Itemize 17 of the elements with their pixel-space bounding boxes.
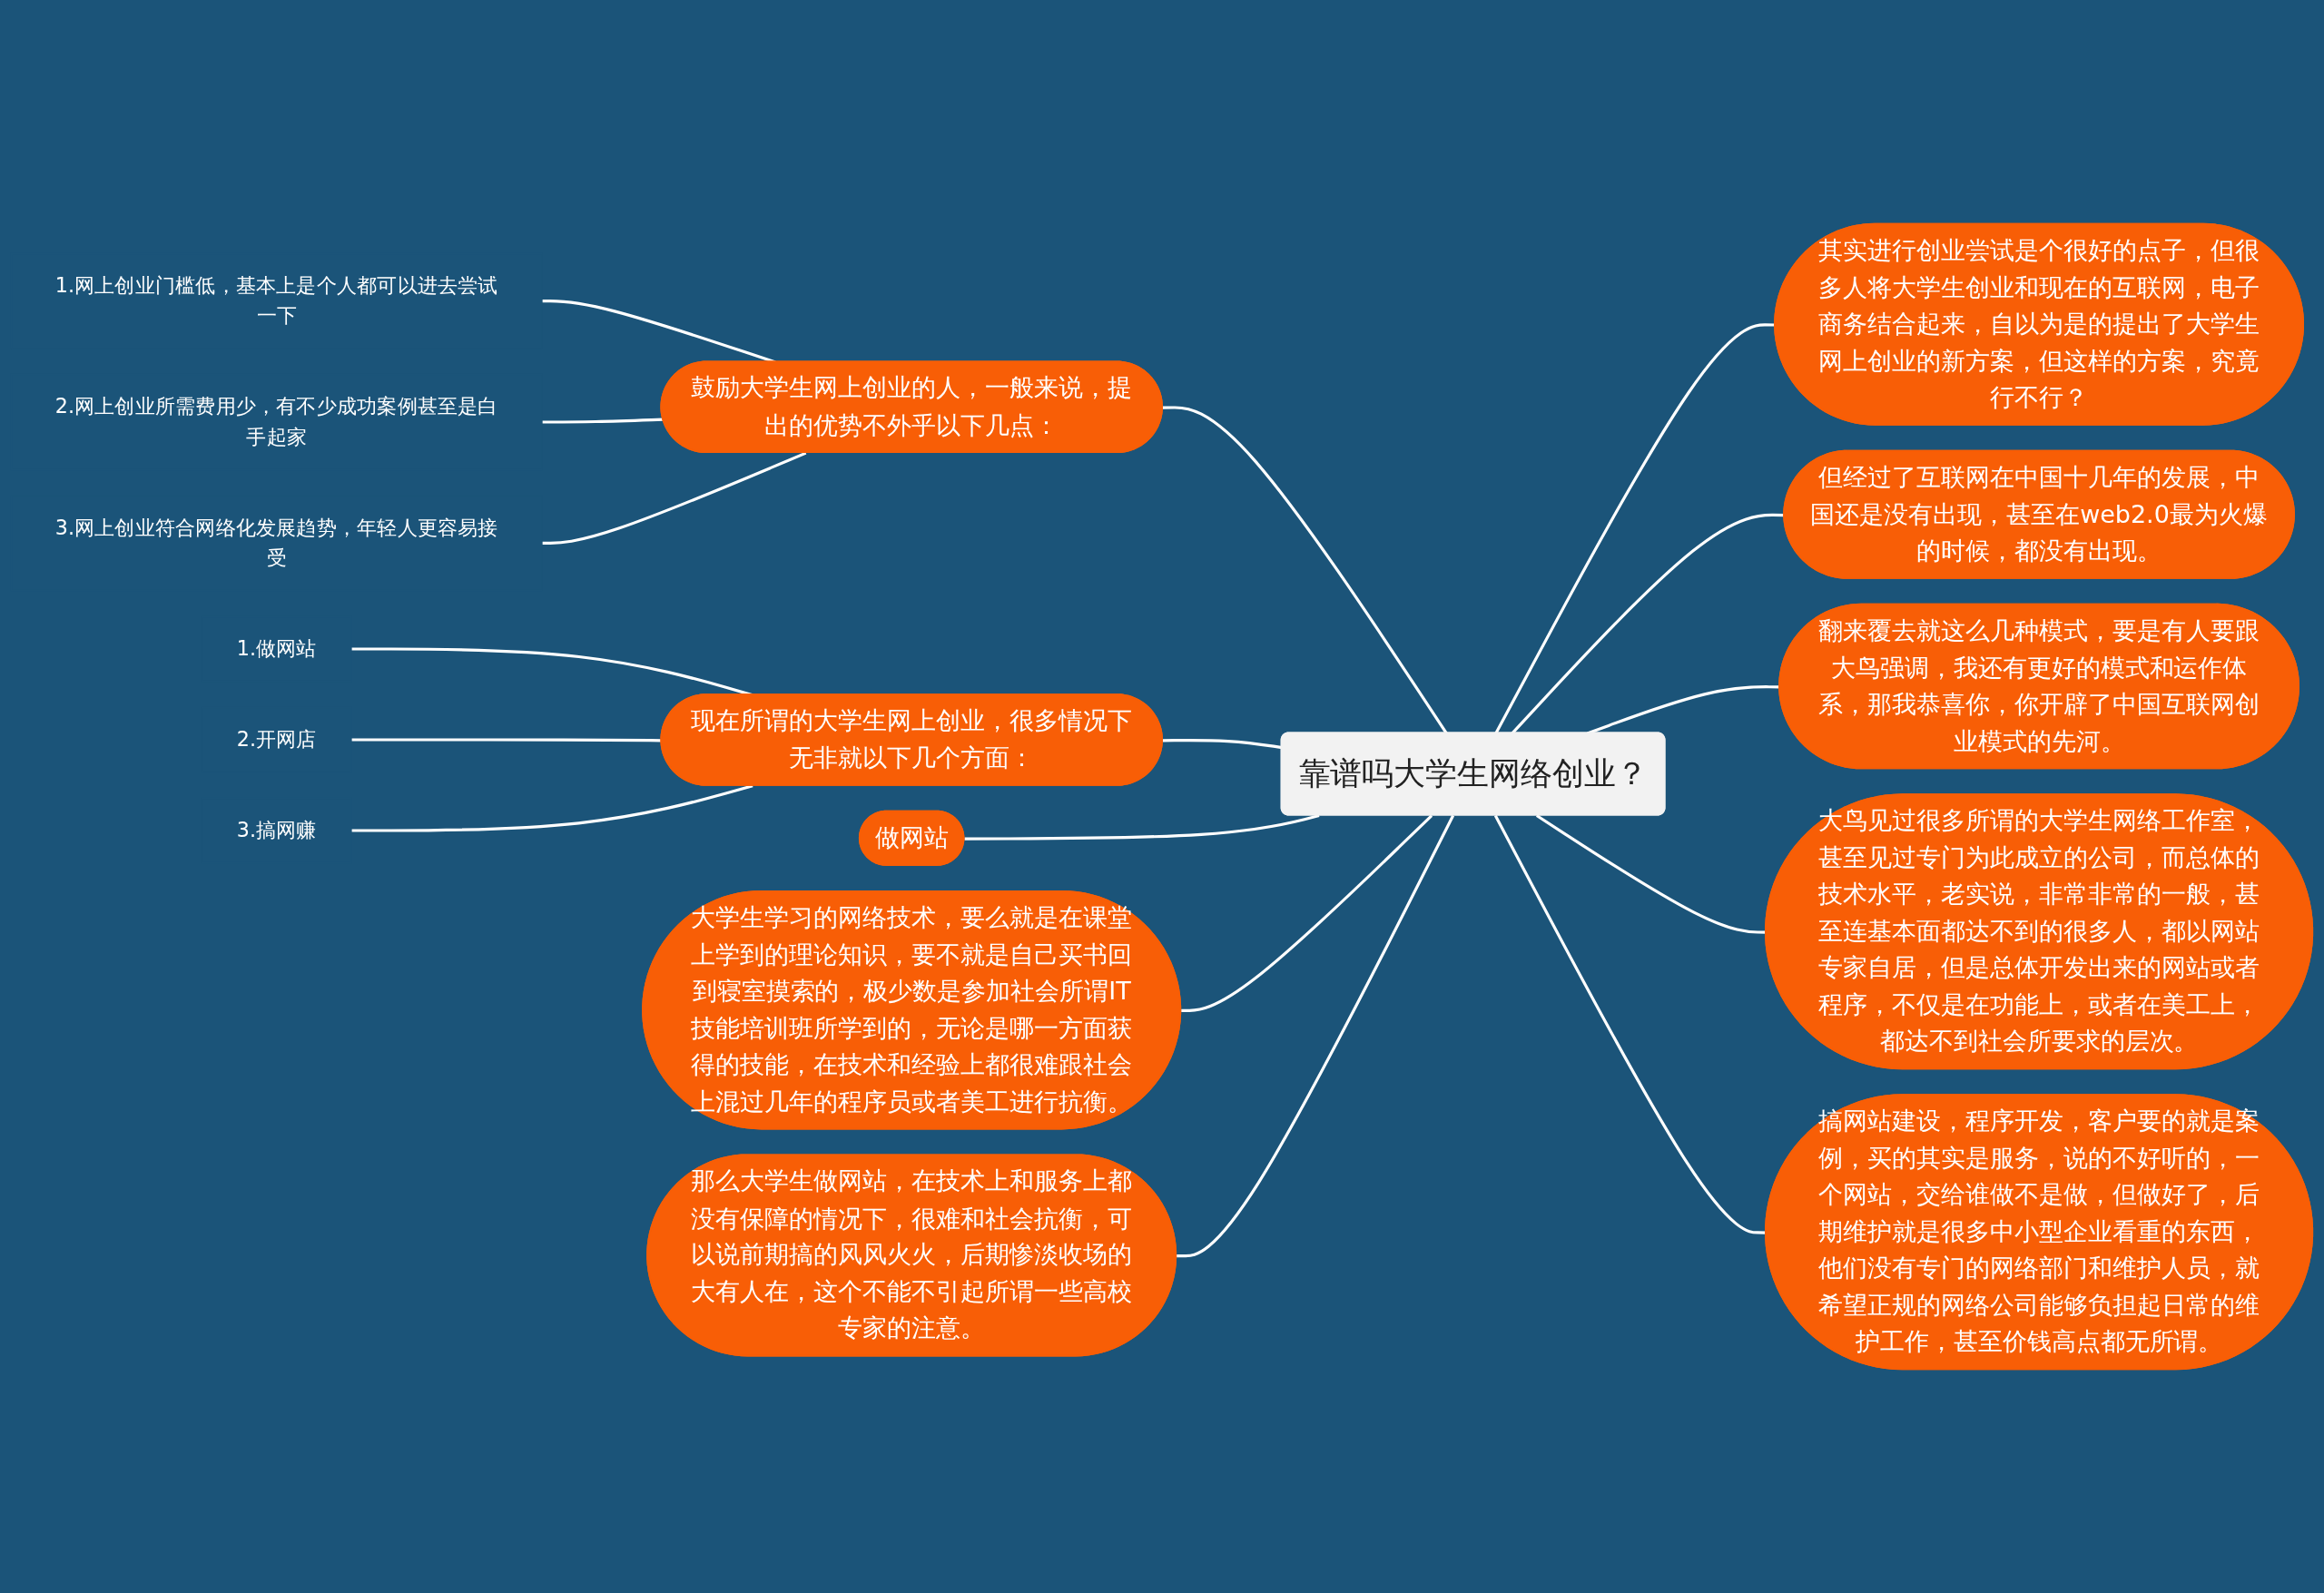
connector <box>1177 814 1455 1258</box>
connector <box>350 784 753 832</box>
connector <box>541 451 807 545</box>
connector <box>1494 323 1776 734</box>
connector <box>1162 406 1448 734</box>
connector <box>1535 814 1767 934</box>
node-text: 2.开网店 <box>236 727 317 751</box>
connector <box>964 814 1320 841</box>
node-text: 3.搞网赚 <box>236 818 317 841</box>
connector <box>1181 814 1433 1012</box>
connector <box>541 418 664 424</box>
connector <box>350 738 662 742</box>
node-text: 2.网上创业所需费用少，有不少成功案例甚至是白手起家 <box>54 394 498 448</box>
node-text: 1.网上创业门槛低，基本上是个人都可以进去尝试一下 <box>54 273 498 328</box>
node-text: 1.做网站 <box>236 636 317 660</box>
connector <box>1493 814 1767 1234</box>
node-text: 3.网上创业符合网络化发展趋势，年轻人更容易接受 <box>54 516 498 569</box>
